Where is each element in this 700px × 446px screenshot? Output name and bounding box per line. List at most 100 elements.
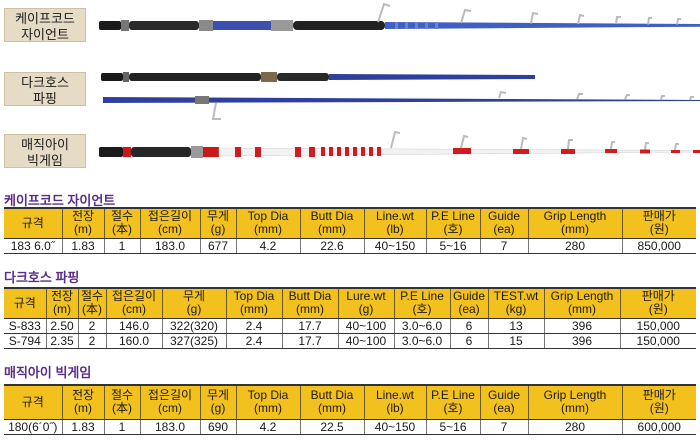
col-header-length: 전장(m) [61,384,104,420]
col-header-line-wt: Line.wt(lb) [363,207,426,239]
col-header-grip-length: Grip Length(mm) [527,207,622,239]
fishing-rod-photo-bigame [99,130,700,158]
section-title-giant: 케이프코드 자이언트 [4,193,116,208]
table-cell: 322(320) [161,318,226,334]
table-cell: 280 [527,238,622,254]
table-cell: 3.0~6.0 [393,318,450,334]
table-cell: 600,000 [621,419,696,435]
table-cell: 146.0 [105,318,162,334]
product-photo-block: 케이프코드 자이언트 다크호스 파핑 매직아이 빅게임 [0,0,700,184]
table-row: 180(6´0˝) 1.83 1 183.0 690 4.2 22.5 40~1… [4,419,696,435]
table-cell: 40~150 [363,238,426,254]
table-cell: 7 [479,238,528,254]
spec-table-bigame: 규격 전장(m) 절수(本) 접은길이(cm) 무게(g) Top Dia(mm… [4,384,696,435]
product-label-line: 매직아이 [21,137,69,152]
table-cell: 150,000 [619,333,696,349]
table-cell: 2.35 [45,333,78,349]
table-row: S-833 2.50 2 146.0 322(320) 2.4 17.7 40~… [4,318,696,334]
col-header-lure-wt: Lure.wt(g) [337,287,394,319]
col-header-guide: Guide(ea) [479,384,528,420]
col-header-weight: 무게(g) [199,207,236,239]
fishing-rod-photo-popping-butt [101,72,535,82]
table-cell: 17.7 [281,318,338,334]
product-label-line: 자이언트 [21,27,69,42]
table-cell: 40~150 [363,419,426,435]
fishing-rod-photo-popping-tip [103,90,700,120]
table-cell: 183 6.0˝ [4,238,62,254]
col-header-guide: Guide(ea) [479,207,528,239]
col-header-closed-length: 접은길이(cm) [139,384,200,420]
col-header-length: 전장(m) [45,287,78,319]
table-cell: 2.50 [45,318,78,334]
col-header-closed-length: 접은길이(cm) [105,287,162,319]
table-cell: 1 [103,419,140,435]
table-cell: 6 [449,333,488,349]
col-header-price: 판매가(원) [621,384,696,420]
product-label-line: 다크호스 [21,75,69,90]
table-cell: 4.2 [235,238,300,254]
table-cell: S-794 [4,333,46,349]
product-label-line: 빅게임 [27,153,63,168]
table-cell: 327(325) [161,333,226,349]
col-header-closed-length: 접은길이(cm) [139,207,200,239]
table-cell: 1 [103,238,140,254]
table-cell: 677 [199,238,236,254]
table-cell: 2 [77,318,106,334]
table-cell: 13 [487,318,544,334]
table-cell: 22.5 [299,419,364,435]
table-cell: 2.4 [225,318,282,334]
table-cell: 280 [527,419,622,435]
table-cell: 5~16 [425,419,480,435]
col-header-weight: 무게(g) [161,287,226,319]
col-header-sections: 절수(本) [77,287,106,319]
col-header-top-dia: Top Dia(mm) [235,384,300,420]
col-header-top-dia: Top Dia(mm) [235,207,300,239]
product-label-giant: 케이프코드 자이언트 [4,8,86,42]
table-cell: 690 [199,419,236,435]
table-row: S-794 2.35 2 160.0 327(325) 2.4 17.7 40~… [4,333,696,349]
col-header-sections: 절수(本) [103,207,140,239]
col-header-test-wt: TEST.wt(kg) [487,287,544,319]
spec-table-giant: 규격 전장(m) 절수(本) 접은길이(cm) 무게(g) Top Dia(mm… [4,207,696,254]
table-cell: 6 [449,318,488,334]
table-cell: 40~100 [337,318,394,334]
table-cell: S-833 [4,318,46,334]
table-cell: 17.7 [281,333,338,349]
col-header-butt-dia: Butt Dia(mm) [299,207,364,239]
col-header-guide: Guide(ea) [449,287,488,319]
table-cell: 5~16 [425,238,480,254]
spec-table-popping: 규격 전장(m) 절수(本) 접은길이(cm) 무게(g) Top Dia(mm… [4,287,696,349]
col-header-line-wt: Line.wt(lb) [363,384,426,420]
table-cell: 40~100 [337,333,394,349]
table-row: 183 6.0˝ 1.83 1 183.0 677 4.2 22.6 40~15… [4,238,696,254]
table-cell: 160.0 [105,333,162,349]
col-header-grip-length: Grip Length(mm) [543,287,620,319]
col-header-spec: 규격 [4,287,46,319]
col-header-pe-line: P.E Line(호) [425,207,480,239]
product-label-bigame: 매직아이 빅게임 [4,134,86,168]
col-header-pe-line: P.E Line(호) [393,287,450,319]
table-cell: 2 [77,333,106,349]
product-label-popping: 다크호스 파핑 [4,72,86,106]
col-header-length: 전장(m) [61,207,104,239]
table-cell: 183.0 [139,238,200,254]
table-cell: 2.4 [225,333,282,349]
col-header-price: 판매가(원) [619,287,696,319]
table-cell: 1.83 [61,419,104,435]
section-title-bigame: 매직아이 빅게임 [4,365,92,380]
col-header-weight: 무게(g) [199,384,236,420]
table-cell: 3.0~6.0 [393,333,450,349]
col-header-pe-line: P.E Line(호) [425,384,480,420]
product-label-line: 케이프코드 [15,11,75,26]
col-header-top-dia: Top Dia(mm) [225,287,282,319]
col-header-spec: 규격 [4,384,62,420]
table-cell: 7 [479,419,528,435]
col-header-butt-dia: Butt Dia(mm) [281,287,338,319]
col-header-price: 판매가(원) [621,207,696,239]
section-title-popping: 다크호스 파핑 [4,270,80,285]
col-header-grip-length: Grip Length(mm) [527,384,622,420]
col-header-sections: 절수(本) [103,384,140,420]
table-cell: 4.2 [235,419,300,435]
table-cell: 396 [543,333,620,349]
col-header-butt-dia: Butt Dia(mm) [299,384,364,420]
